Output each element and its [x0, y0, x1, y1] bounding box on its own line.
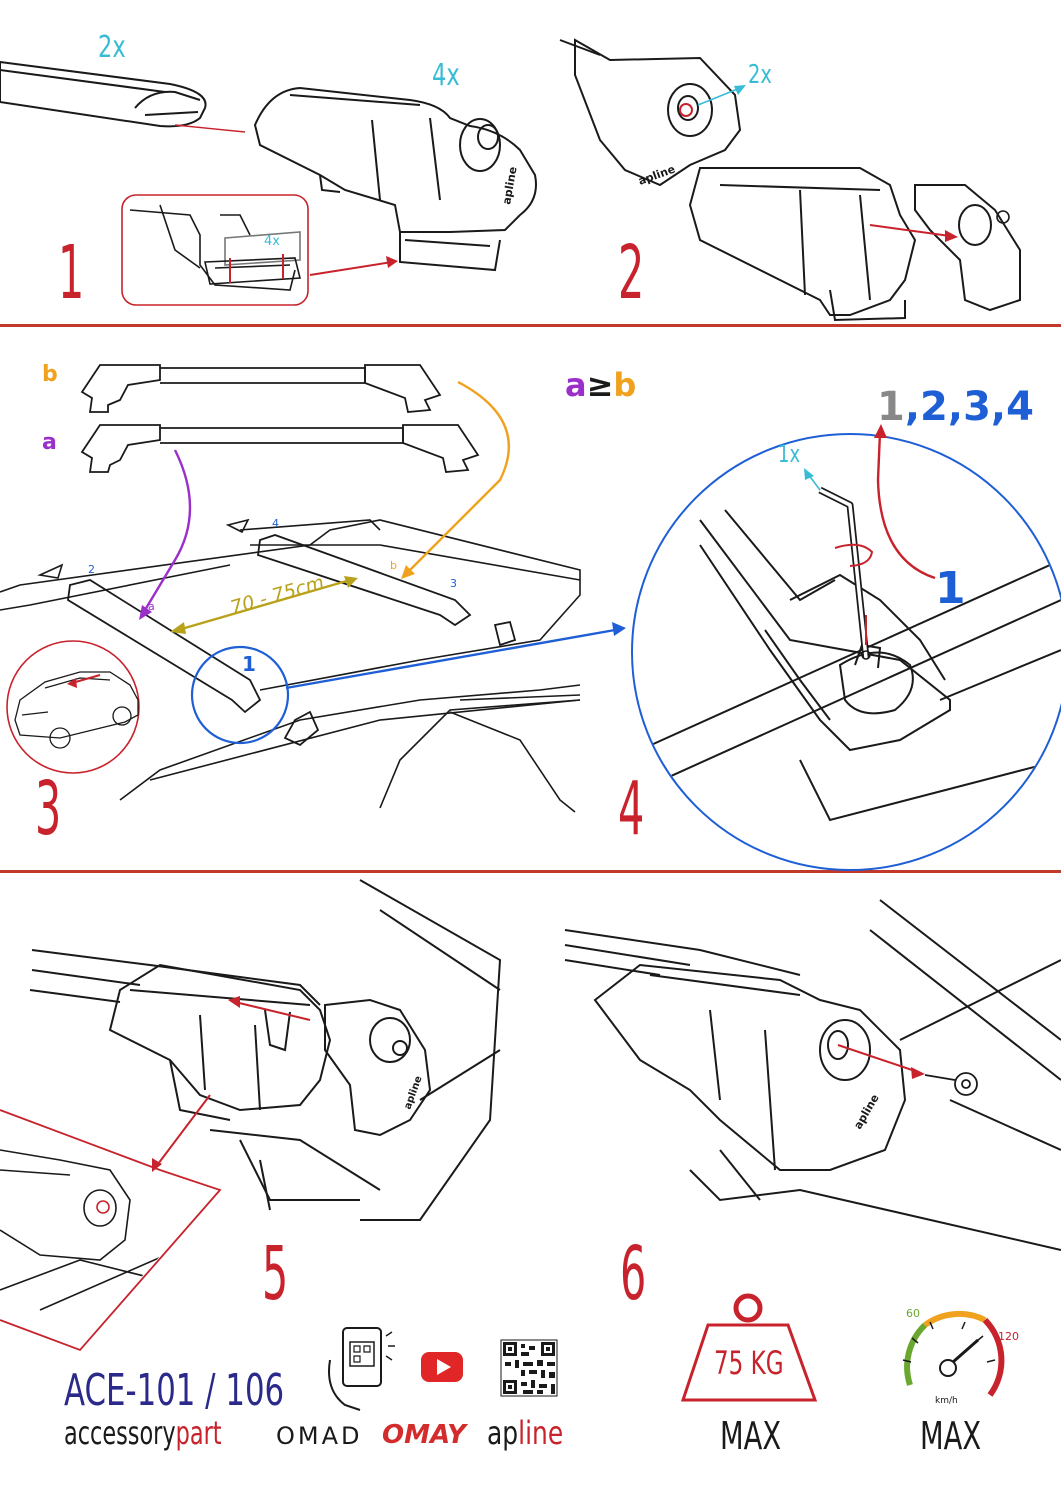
pad-quantity-label: 4x [264, 234, 280, 249]
tightening-order-rest: ,2,3,4 [904, 384, 1034, 430]
weight-icon [680, 1293, 818, 1402]
brand-accessorypart: accessorypart [64, 1414, 222, 1452]
youtube-icon [421, 1352, 463, 1382]
model-number: ACE-101 / 106 [64, 1365, 285, 1416]
section-divider-1 [0, 324, 1061, 327]
bar-quantity-label: 2x [98, 30, 126, 65]
speed-120-label: 120 [998, 1330, 1019, 1343]
bar-label-b: b [42, 362, 58, 387]
bar-b-marker: b [390, 559, 397, 572]
brand-accessory: accessory [64, 1414, 176, 1452]
brand-omay: OMAY [382, 1420, 466, 1450]
key-icon [924, 1072, 978, 1096]
weight-max-label: MAX [720, 1414, 782, 1458]
section-divider-2 [0, 870, 1061, 873]
callout-number-1: 1 [935, 563, 966, 614]
foot-number-1: 1 [242, 652, 256, 676]
tightening-order: 1,2,3,4 [877, 384, 1034, 430]
speed-max-label: MAX [920, 1414, 982, 1458]
speed-unit: km/h [935, 1396, 958, 1406]
speed-60-label: 60 [906, 1307, 920, 1320]
bar-label-a: a [42, 430, 57, 455]
foot-quantity-label: 4x [432, 58, 460, 93]
tightening-order-1: 1 [877, 384, 905, 430]
step-number-5: 5 [262, 1231, 289, 1317]
rule-ge: ≥ [586, 366, 614, 404]
step-number-2: 2 [618, 230, 645, 316]
rule-b: b [613, 366, 637, 404]
step-number-3: 3 [35, 766, 62, 852]
step-number-1: 1 [58, 230, 85, 316]
foot-number-2: 2 [88, 563, 95, 576]
brand-line: line [518, 1414, 564, 1452]
rule-a: a [565, 366, 587, 404]
step-number-4: 4 [618, 766, 645, 852]
bar-a-marker: a [148, 600, 155, 613]
weight-value: 75 KG [714, 1344, 784, 1382]
rule-a-ge-b: a≥b [565, 366, 636, 404]
speedometer-icon [902, 1310, 1005, 1397]
foot-number-4: 4 [272, 517, 279, 530]
brand-part: part [175, 1414, 222, 1452]
brand-apline: apline [487, 1414, 563, 1452]
key-quantity-label: 1x [778, 440, 801, 468]
qr-code-icon [500, 1339, 558, 1397]
step-number-6: 6 [620, 1231, 647, 1317]
phone-qr-icon [328, 1327, 395, 1411]
foot-number-3: 3 [450, 577, 457, 590]
brand-omad: OMAD [276, 1422, 363, 1450]
lock-quantity-label: 2x [748, 60, 772, 90]
brand-ap: ap [487, 1414, 519, 1452]
